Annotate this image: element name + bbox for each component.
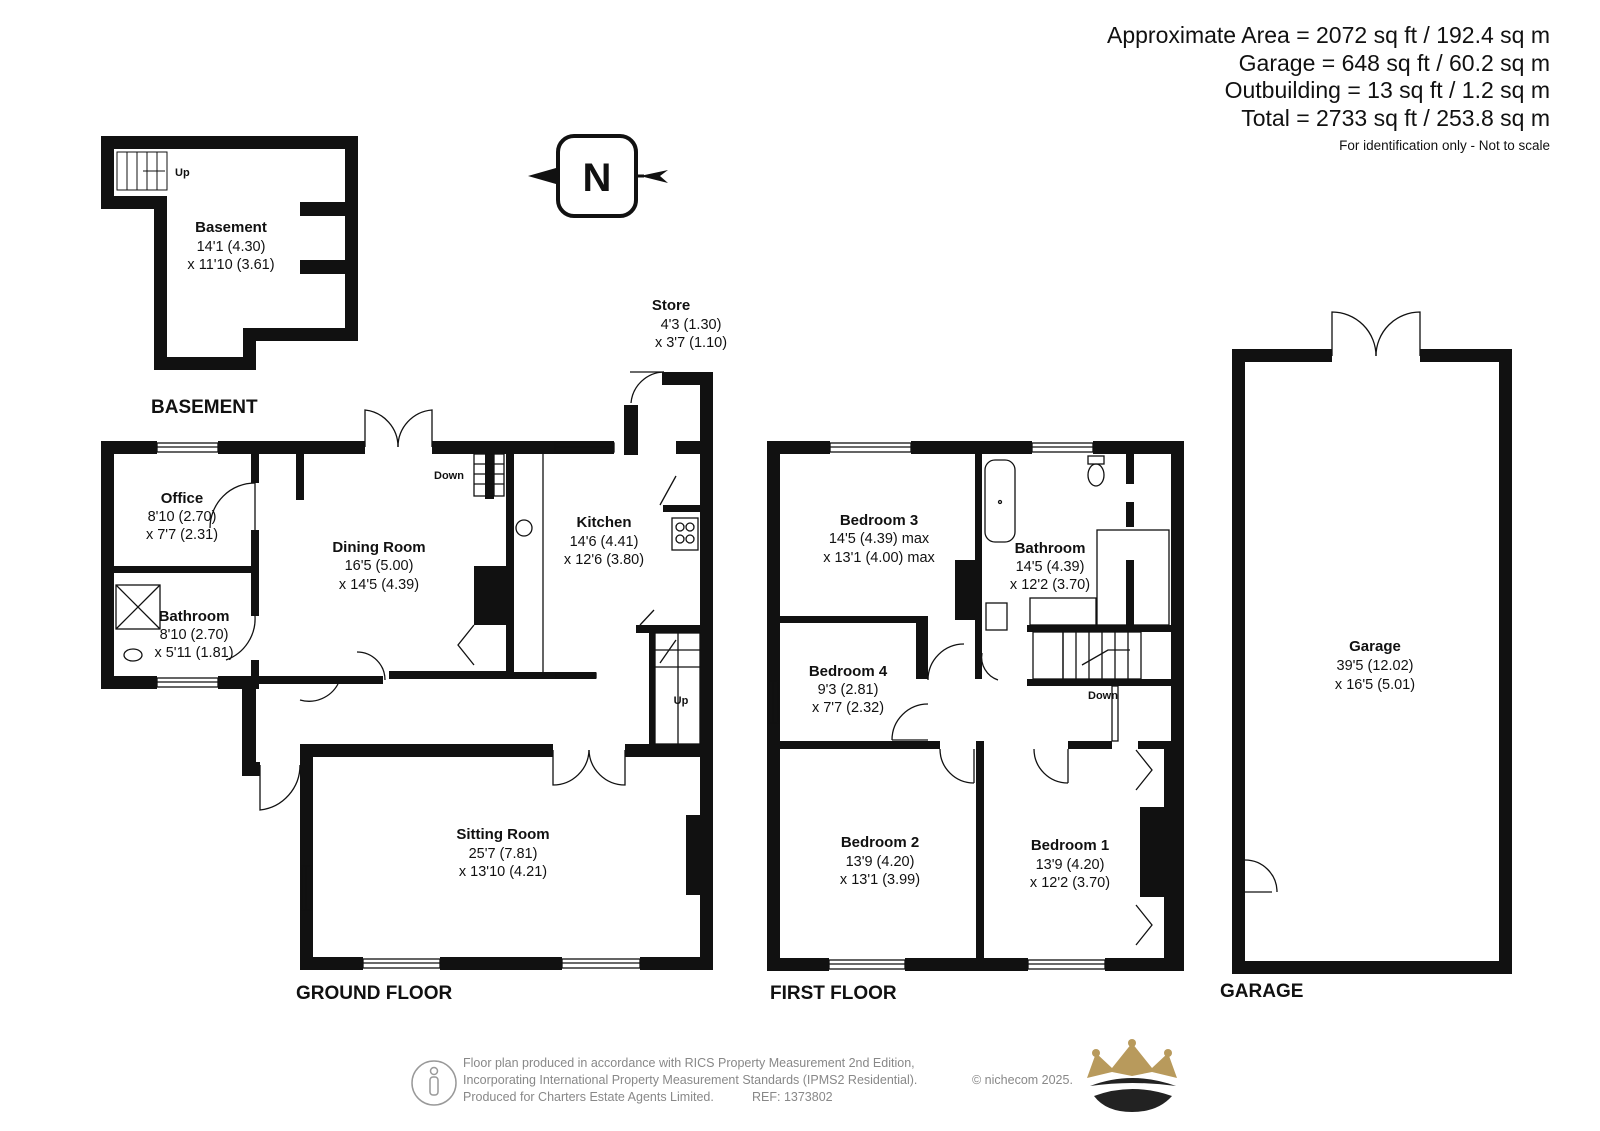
room-dim1-bedroom4: 9'3 (2.81)	[818, 682, 879, 698]
room-name-ff-bathroom: Bathroom	[1015, 540, 1086, 557]
room-name-gf-bathroom: Bathroom	[159, 608, 230, 625]
room-dim2-store: x 3'7 (1.10)	[655, 335, 727, 351]
basement-stairs-up-label: Up	[175, 167, 190, 179]
floor-label-ground: GROUND FLOOR	[296, 983, 452, 1004]
area-approx: Approximate Area = 2072 sq ft / 192.4 sq…	[1106, 22, 1550, 48]
room-dim2-ff-bathroom: x 12'2 (3.70)	[1010, 577, 1090, 593]
footer-line3: Produced for Charters Estate Agents Limi…	[463, 1090, 714, 1104]
footer-line1: Floor plan produced in accordance with R…	[463, 1056, 915, 1070]
room-dim1-ff-bathroom: 14'5 (4.39)	[1016, 559, 1085, 575]
ground-stairs-down-label: Down	[434, 470, 464, 482]
first-stairs-down-label: Down	[1088, 690, 1118, 702]
area-outbuilding: Outbuilding = 13 sq ft / 1.2 sq m	[1224, 77, 1550, 103]
room-dim1-garage: 39'5 (12.02)	[1337, 658, 1414, 674]
room-dim1-kitchen: 14'6 (4.41)	[570, 534, 639, 550]
basement-plan	[101, 136, 358, 370]
room-dim2-sitting: x 13'10 (4.21)	[459, 864, 547, 880]
room-dim2-bedroom2: x 13'1 (3.99)	[840, 872, 920, 888]
room-dim1-basement: 14'1 (4.30)	[197, 239, 266, 255]
room-dim2-kitchen: x 12'6 (3.80)	[564, 552, 644, 568]
room-name-sitting: Sitting Room	[456, 826, 549, 843]
room-dim1-store: 4'3 (1.30)	[661, 317, 722, 333]
room-name-kitchen: Kitchen	[576, 514, 631, 531]
room-dim1-bedroom1: 13'9 (4.20)	[1036, 857, 1105, 873]
room-dim2-bedroom4: x 7'7 (2.32)	[812, 700, 884, 716]
room-dim2-garage: x 16'5 (5.01)	[1335, 677, 1415, 693]
first-floor-walls	[767, 441, 1184, 971]
room-dim2-office: x 7'7 (2.31)	[146, 527, 218, 543]
basement-stairs	[116, 151, 168, 191]
ipms-person-icon	[411, 1060, 457, 1106]
room-name-bedroom4: Bedroom 4	[809, 663, 888, 680]
room-dim2-bedroom3: x 13'1 (4.00) max	[823, 550, 935, 566]
room-name-basement: Basement	[195, 219, 267, 236]
footer-ref: REF: 1373802	[752, 1090, 833, 1104]
room-dim1-bedroom3: 14'5 (4.39) max	[829, 531, 930, 547]
ground-stairs-up-label: Up	[674, 695, 689, 707]
floor-label-basement: BASEMENT	[151, 397, 258, 418]
scale-note: For identification only - Not to scale	[1339, 138, 1550, 153]
room-dim1-dining: 16'5 (5.00)	[345, 558, 414, 574]
room-dim1-bedroom2: 13'9 (4.20)	[846, 854, 915, 870]
room-name-office: Office	[161, 490, 204, 507]
garage-walls	[1232, 349, 1512, 974]
compass-letter: N	[583, 156, 612, 200]
room-dim2-gf-bathroom: x 5'11 (1.81)	[154, 645, 233, 661]
ground-floor-walls	[101, 372, 713, 970]
area-total: Total = 2733 sq ft / 253.8 sq m	[1241, 104, 1550, 131]
floor-label-first: FIRST FLOOR	[770, 983, 897, 1004]
room-dim2-bedroom1: x 12'2 (3.70)	[1030, 875, 1110, 891]
room-name-bedroom2: Bedroom 2	[841, 834, 919, 851]
room-name-bedroom3: Bedroom 3	[840, 512, 918, 529]
room-dim1-office: 8'10 (2.70)	[148, 509, 217, 525]
first-floor-details	[768, 442, 1170, 970]
room-dim1-sitting: 25'7 (7.81)	[469, 846, 538, 862]
area-summary: Approximate Area = 2072 sq ft / 192.4 sq…	[1107, 22, 1550, 153]
room-name-garage: Garage	[1349, 638, 1401, 655]
room-name-dining: Dining Room	[332, 539, 425, 556]
ground-floor-details	[115, 371, 701, 969]
room-name-store: Store	[652, 297, 690, 314]
footer-line2: Incorporating International Property Mea…	[463, 1073, 917, 1087]
footer-copyright: © nichecom 2025.	[972, 1073, 1073, 1087]
room-dim2-basement: x 11'10 (3.61)	[187, 257, 274, 273]
floor-label-garage: GARAGE	[1220, 981, 1303, 1002]
garage-doors	[1242, 311, 1421, 893]
area-garage: Garage = 648 sq ft / 60.2 sq m	[1238, 49, 1550, 76]
room-dim1-gf-bathroom: 8'10 (2.70)	[160, 627, 229, 643]
room-dim2-dining: x 14'5 (4.39)	[339, 577, 419, 593]
crown-logo-icon	[1087, 1039, 1177, 1112]
north-compass-icon: N	[528, 134, 668, 218]
room-name-bedroom1: Bedroom 1	[1031, 837, 1109, 854]
